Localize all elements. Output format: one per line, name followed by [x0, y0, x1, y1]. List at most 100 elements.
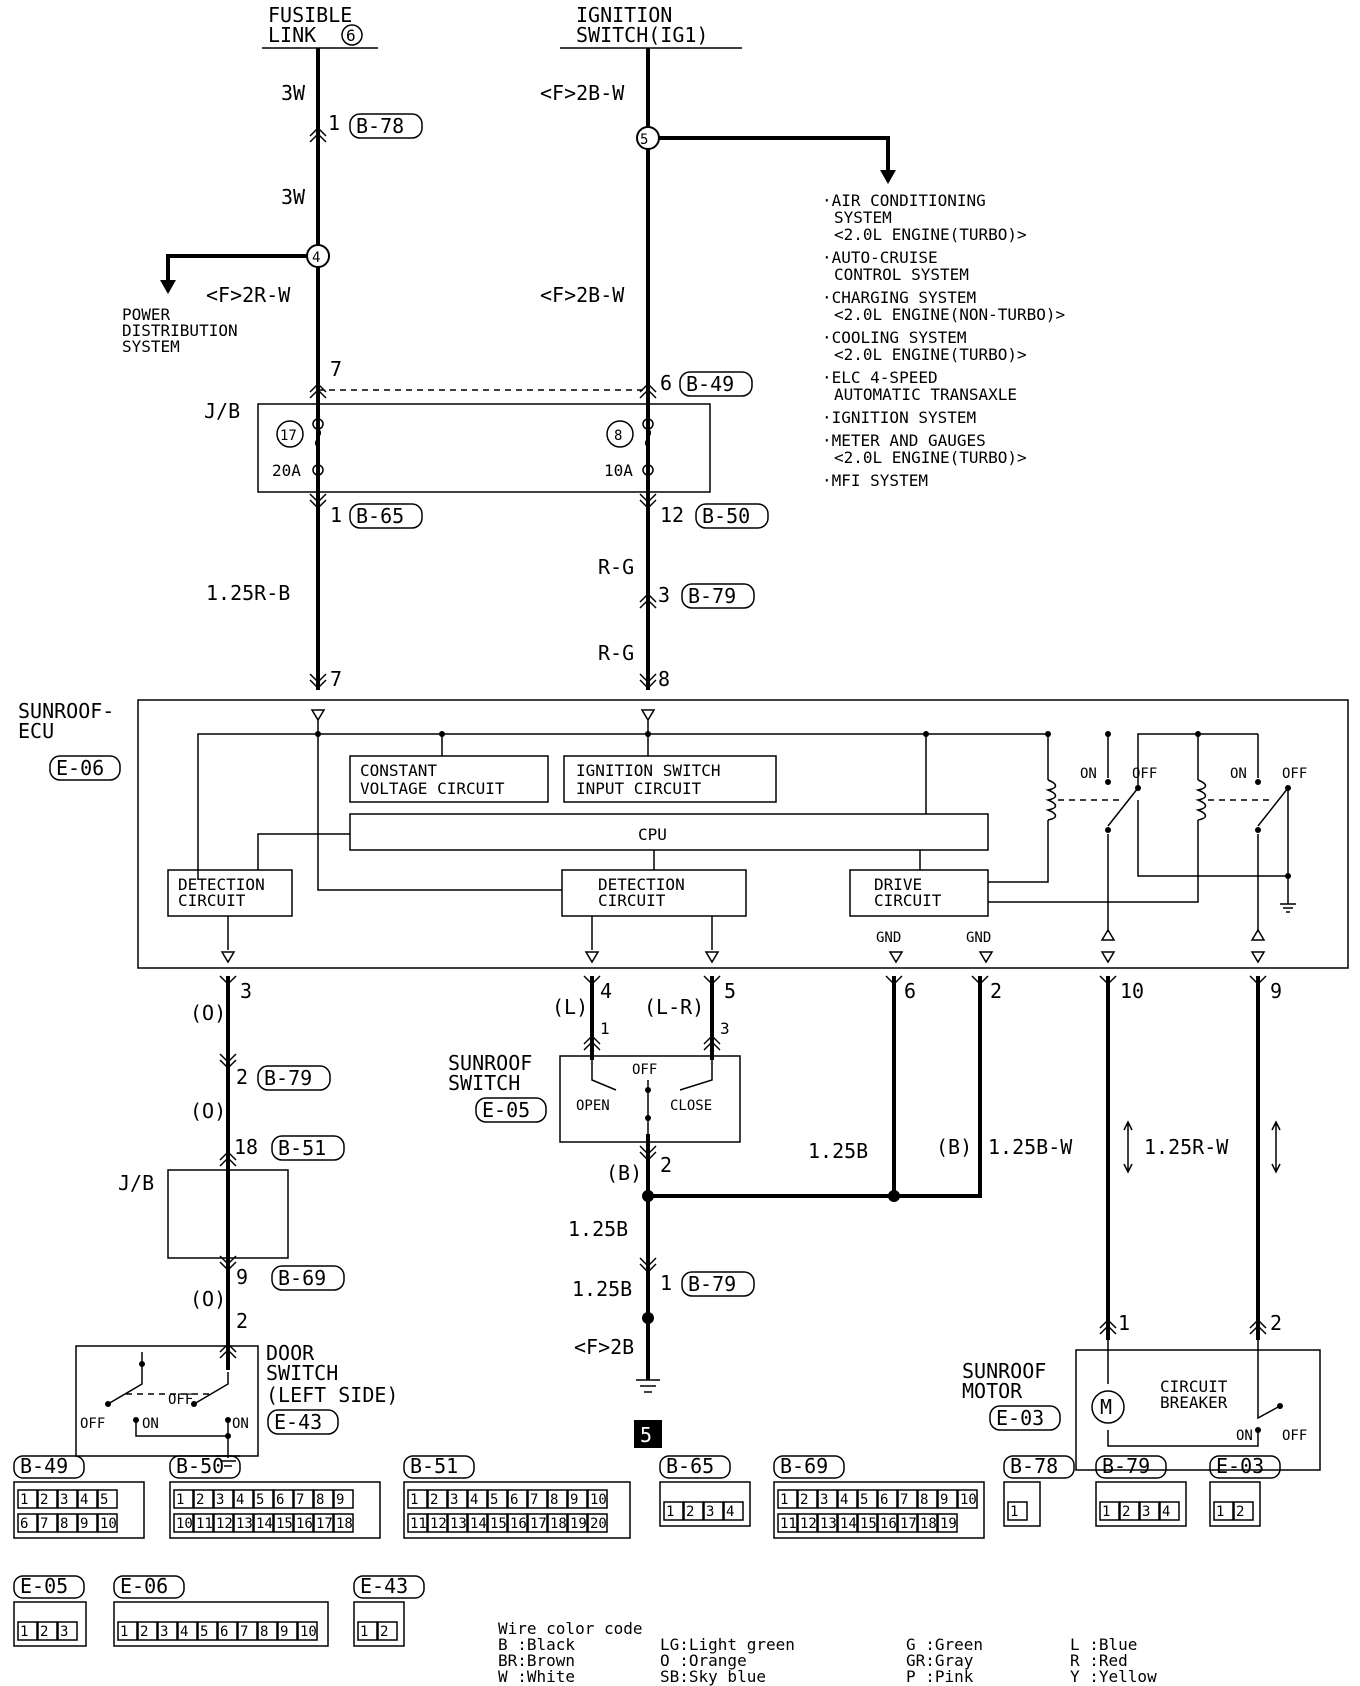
connector-view-label: B-78 — [1010, 1454, 1058, 1478]
ground-point-badge: 5 — [634, 1420, 662, 1448]
connector-pin: 11 — [410, 1516, 427, 1532]
system-list-line: AUTOMATIC TRANSAXLE — [834, 385, 1017, 404]
system-list-line: CONTROL SYSTEM — [834, 265, 969, 284]
svg-text:20A: 20A — [272, 461, 301, 480]
pin-label: 12 — [660, 503, 684, 527]
svg-text:17: 17 — [280, 428, 297, 444]
wire-label: (O) — [190, 1287, 226, 1311]
svg-text:SYSTEM: SYSTEM — [122, 337, 180, 356]
svg-text:10A: 10A — [604, 461, 633, 480]
connector-view-label: B-51 — [410, 1454, 458, 1478]
wire-label: R-G — [598, 555, 634, 579]
wire-switch — [583, 975, 989, 1393]
wire-label: (L) — [552, 995, 588, 1019]
wire-fusible-trunk — [160, 48, 330, 690]
connector-pin: 10 — [176, 1516, 193, 1532]
ignition-switch-label: IGNITION SWITCH(IG1) — [560, 3, 742, 49]
svg-text:CONSTANT: CONSTANT — [360, 761, 437, 780]
connector-pin: 13 — [820, 1516, 837, 1532]
door-switch: OFF ON OFF ON DOOR SWITCH (LEFT SIDE) E-… — [75, 1341, 398, 1467]
system-list-line: ·CHARGING SYSTEM — [822, 288, 976, 307]
svg-text:INPUT CIRCUIT: INPUT CIRCUIT — [576, 779, 702, 798]
connector-pin: 3 — [1142, 1504, 1150, 1520]
pin-label: 1 — [660, 1271, 672, 1295]
svg-text:(LEFT SIDE): (LEFT SIDE) — [266, 1383, 398, 1407]
connector-view-label: B-79 — [1102, 1454, 1150, 1478]
connector-tag-b49: B-49 — [679, 371, 753, 397]
pin-label: 1 — [1118, 1311, 1130, 1335]
svg-text:OFF: OFF — [168, 1392, 193, 1408]
svg-text:ON: ON — [232, 1416, 249, 1432]
wire-label: <F>2B — [574, 1335, 634, 1359]
connector-pin: 4 — [236, 1492, 244, 1508]
svg-text:DETECTION: DETECTION — [598, 875, 685, 894]
connector-pin: 2 — [196, 1492, 204, 1508]
connector-pin: 5 — [490, 1492, 498, 1508]
connector-pin: 7 — [530, 1492, 538, 1508]
wire-label: (O) — [190, 1099, 226, 1123]
svg-text:E-43: E-43 — [274, 1410, 322, 1434]
connector-view-label: E-43 — [360, 1574, 408, 1598]
wire-label: (B) — [606, 1161, 642, 1185]
svg-text:ON: ON — [1080, 766, 1097, 782]
connector-pin: 10 — [100, 1516, 117, 1532]
svg-text:GND: GND — [966, 930, 991, 946]
pin-label: 1 — [600, 1019, 610, 1038]
connector-tag-b78: B-78 — [349, 113, 423, 139]
connector-pin: 4 — [726, 1504, 734, 1520]
connector-view-label: E-03 — [1216, 1454, 1264, 1478]
connector-pin: 4 — [840, 1492, 848, 1508]
connector-tag-b79: B-79 — [681, 583, 755, 609]
connector-pin: 1 — [120, 1624, 128, 1640]
pin-label: 2 — [660, 1153, 672, 1177]
system-list-line: ·ELC 4-SPEED — [822, 368, 938, 387]
connector-pin: 10 — [590, 1492, 607, 1508]
connector-pin: 9 — [570, 1492, 578, 1508]
svg-text:P :Pink: P :Pink — [906, 1667, 974, 1686]
connector-view-label: E-06 — [120, 1574, 168, 1598]
connector-pin: 2 — [140, 1624, 148, 1640]
connector-pin: 9 — [80, 1516, 88, 1532]
svg-text:LG:Light green: LG:Light green — [660, 1635, 795, 1654]
connector-pin: 2 — [1122, 1504, 1130, 1520]
svg-text:MOTOR: MOTOR — [962, 1379, 1023, 1403]
connector-pin: 7 — [240, 1624, 248, 1640]
sunroof-ecu: SUNROOF- ECU E-06 CONSTANT VOLTAGE CIRCU… — [18, 699, 1349, 969]
wire-label: (L-R) — [644, 995, 704, 1019]
pin-label: 8 — [658, 667, 670, 691]
connector-pin: 7 — [900, 1492, 908, 1508]
wire-ignition-trunk — [636, 48, 896, 690]
connector-pin: 16 — [880, 1516, 897, 1532]
connector-pin: 2 — [800, 1492, 808, 1508]
pin-label: 2 — [236, 1309, 248, 1333]
svg-text:M: M — [1100, 1395, 1112, 1419]
connector-tag-b69: B-69 — [271, 1265, 345, 1291]
wire-label: 1.25B-W — [988, 1135, 1073, 1159]
pin-label: 3 — [240, 979, 252, 1003]
svg-text:B-65: B-65 — [356, 504, 404, 528]
system-list-line: ·AIR CONDITIONING — [822, 191, 986, 210]
connector-pin: 11 — [196, 1516, 213, 1532]
svg-text:OFF: OFF — [1282, 766, 1307, 782]
svg-text:R :Red: R :Red — [1070, 1651, 1128, 1670]
wire-label: (B) — [936, 1135, 972, 1159]
connector-view-b-78: B-781 — [1003, 1454, 1075, 1527]
svg-text:SWITCH: SWITCH — [448, 1071, 520, 1095]
connector-pin: 2 — [686, 1504, 694, 1520]
wire-label: 3W — [281, 81, 306, 105]
connector-pin: 8 — [316, 1492, 324, 1508]
fusible-link-label: FUSIBLE LINK 6 — [262, 3, 378, 49]
system-list-line: ·COOLING SYSTEM — [822, 328, 967, 347]
connector-view-label: B-50 — [176, 1454, 224, 1478]
svg-text:OFF: OFF — [80, 1416, 105, 1432]
system-list-line: SYSTEM — [834, 208, 892, 227]
wire-label: 1.25B — [572, 1277, 632, 1301]
connector-pin: 15 — [490, 1516, 507, 1532]
connector-pin: 15 — [860, 1516, 877, 1532]
connector-pin: 4 — [470, 1492, 478, 1508]
connector-pin: 1 — [360, 1624, 368, 1640]
connector-pin: 1 — [20, 1492, 28, 1508]
